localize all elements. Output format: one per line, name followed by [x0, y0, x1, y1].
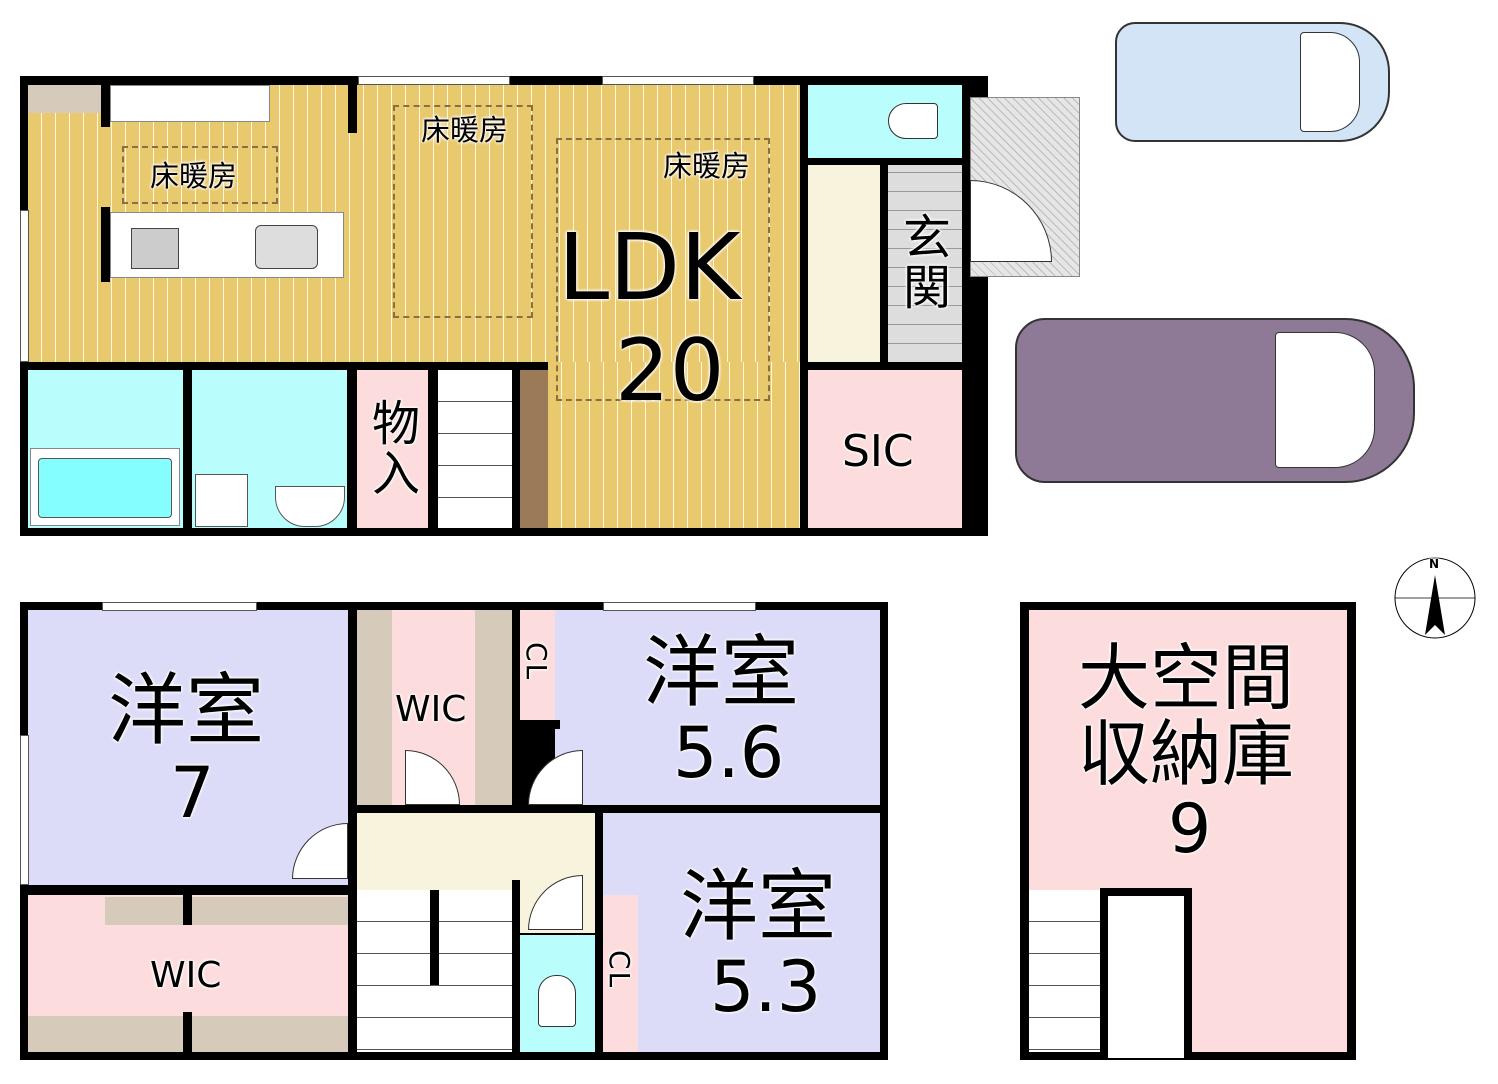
storage-label: 大空間 — [1078, 636, 1295, 720]
window — [358, 76, 510, 85]
floor-heating-zone — [393, 105, 533, 318]
cl-label: CL — [603, 950, 636, 990]
car-windshield — [1300, 32, 1360, 132]
wall-segment — [512, 880, 520, 1060]
fridge-space — [28, 85, 101, 113]
room-size: 5.3 — [710, 946, 822, 1028]
storage-size: 9 — [1168, 790, 1212, 869]
toilet-icon — [888, 103, 938, 139]
room-size: 7 — [170, 752, 215, 834]
wall-segment — [183, 1012, 192, 1052]
wall-segment — [348, 85, 357, 133]
hallway — [808, 165, 880, 362]
north-label: N — [1429, 557, 1440, 571]
window — [20, 210, 29, 362]
storage-label: 収納庫 — [1078, 712, 1295, 796]
washing-machine — [195, 474, 248, 527]
wall-segment — [183, 895, 192, 925]
ldk-label: LDK — [558, 214, 741, 321]
entrance-floor — [888, 165, 962, 362]
stair-landing — [1100, 888, 1192, 1058]
north-compass-icon — [1394, 557, 1476, 639]
western-room-5-6 — [555, 610, 880, 805]
brown-strip — [520, 370, 548, 528]
window — [603, 602, 756, 611]
toilet-icon — [538, 975, 576, 1027]
window — [20, 735, 29, 885]
floor-heating-label: 床暖房 — [150, 159, 238, 193]
wall-segment — [101, 85, 110, 127]
cl-label: CL — [520, 642, 553, 682]
car-windshield — [1275, 332, 1375, 468]
floor-heating-label: 床暖房 — [663, 149, 751, 183]
wic-label: WIC — [150, 955, 222, 996]
toilet-room — [808, 85, 962, 158]
room-label: 洋室 — [108, 666, 265, 756]
wall-segment — [101, 207, 110, 282]
ldk-area-lower — [548, 362, 800, 528]
closet-top — [520, 610, 555, 720]
storage-label: 物入 — [363, 398, 419, 498]
cupboard — [110, 85, 270, 122]
entrance-label: 玄関 — [894, 212, 950, 312]
room-size: 5.6 — [673, 712, 785, 794]
western-room-7 — [28, 610, 348, 885]
wash-basin — [275, 486, 345, 527]
wall-segment — [595, 885, 603, 1060]
floor-heating-zone — [556, 138, 770, 401]
window — [602, 76, 754, 85]
wall-segment — [348, 805, 357, 1060]
window — [102, 602, 257, 611]
wic-label: WIC — [395, 689, 467, 730]
floor-heating-label: 床暖房 — [421, 113, 509, 147]
wall-segment — [595, 805, 888, 813]
stove-icon — [131, 228, 179, 269]
ldk-size: 20 — [615, 321, 725, 421]
western-room-5-3 — [603, 813, 880, 1052]
room-label: 洋室 — [643, 628, 800, 718]
sink-icon — [255, 225, 318, 269]
room-label: 洋室 — [680, 862, 837, 952]
closet-bottom — [603, 895, 638, 1052]
wall-segment — [430, 890, 439, 985]
floor-heating-zone — [122, 146, 278, 204]
wall-segment — [520, 720, 560, 729]
sic-room — [808, 370, 962, 528]
wic-shelf — [105, 897, 348, 925]
sic-label: SIC — [842, 426, 914, 477]
stairs — [438, 370, 512, 528]
bathtub-basin — [38, 458, 172, 518]
wall-segment — [183, 435, 192, 528]
storage-closet — [357, 370, 428, 528]
